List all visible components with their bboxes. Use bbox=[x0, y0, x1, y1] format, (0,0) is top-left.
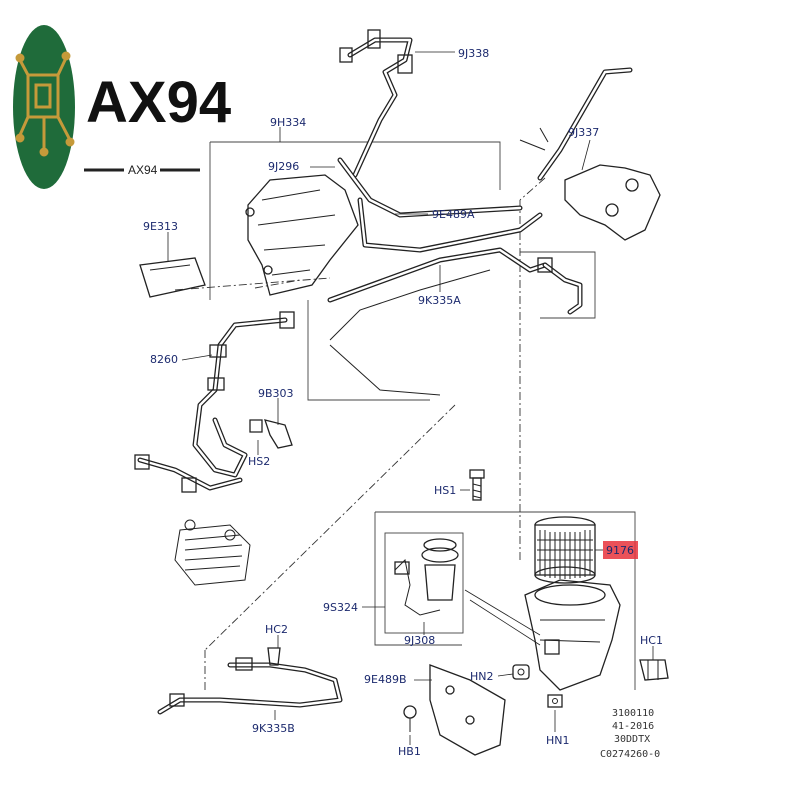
label-9K335B: 9K335B bbox=[252, 722, 295, 735]
label-9176: 9176 bbox=[606, 544, 634, 557]
leader-lines bbox=[167, 51, 654, 745]
reference-line-3: 30DDTX bbox=[614, 734, 650, 745]
part-filter-housing bbox=[464, 579, 621, 691]
label-HC1: HC1 bbox=[640, 634, 663, 647]
brand-logo: AX94 AX94 bbox=[13, 25, 231, 189]
part-9E489B-bracket bbox=[429, 664, 506, 756]
part-9J337-tube bbox=[519, 67, 661, 241]
brand-subtitle: AX94 bbox=[128, 163, 158, 177]
label-HS2: HS2 bbox=[248, 455, 270, 468]
reference-line-4: C0274260-0 bbox=[600, 749, 660, 760]
label-9H334: 9H334 bbox=[270, 116, 306, 129]
part-HN2-nut bbox=[512, 664, 530, 680]
part-9B303-bracket bbox=[249, 419, 293, 449]
part-9176-filter-element bbox=[534, 516, 596, 584]
part-HS1-bolt bbox=[469, 469, 485, 501]
part-HC1-clip bbox=[639, 659, 669, 681]
circuit-icon bbox=[15, 51, 75, 157]
part-8260-hose bbox=[134, 311, 295, 493]
assembly-frames bbox=[174, 141, 636, 690]
reference-line-2: 41-2016 bbox=[612, 721, 654, 732]
label-9E489A: 9E489A bbox=[432, 208, 475, 221]
part-9H334-heat-shield bbox=[245, 174, 359, 296]
reference-block: 3100110 41-2016 30DDTX C0274260-0 bbox=[600, 708, 660, 760]
label-HS1: HS1 bbox=[434, 484, 456, 497]
label-9S324: 9S324 bbox=[323, 601, 358, 614]
label-HC2: HC2 bbox=[265, 623, 288, 636]
part-9K335B-pipe bbox=[157, 647, 343, 715]
part-9K335A-pipes bbox=[327, 157, 583, 396]
part-HB1-bolt bbox=[403, 705, 417, 732]
label-9J337: 9J337 bbox=[568, 126, 599, 139]
label-9E489B: 9E489B bbox=[364, 673, 407, 686]
brand-title: AX94 bbox=[86, 70, 231, 135]
label-8260: 8260 bbox=[150, 353, 178, 366]
label-9B303: 9B303 bbox=[258, 387, 294, 400]
part-9J308-seal-kit bbox=[394, 538, 459, 616]
label-HN1: HN1 bbox=[546, 734, 570, 747]
part-oil-cooler bbox=[174, 519, 251, 586]
part-HN1-nut bbox=[547, 694, 563, 708]
label-9E313: 9E313 bbox=[143, 220, 178, 233]
label-9J296: 9J296 bbox=[268, 160, 299, 173]
part-9J338-pipe bbox=[339, 29, 413, 178]
highlight-9176 bbox=[603, 541, 638, 559]
part-labels: 9J338 9H334 9J337 9J296 9E489A 9E313 9K3… bbox=[143, 47, 663, 758]
label-HB1: HB1 bbox=[398, 745, 421, 758]
label-9J338: 9J338 bbox=[458, 47, 489, 60]
label-HN2: HN2 bbox=[470, 670, 494, 683]
part-9E313-panel bbox=[139, 257, 206, 298]
label-9K335A: 9K335A bbox=[418, 294, 461, 307]
reference-line-1: 3100110 bbox=[612, 708, 654, 719]
label-9J308: 9J308 bbox=[404, 634, 435, 647]
